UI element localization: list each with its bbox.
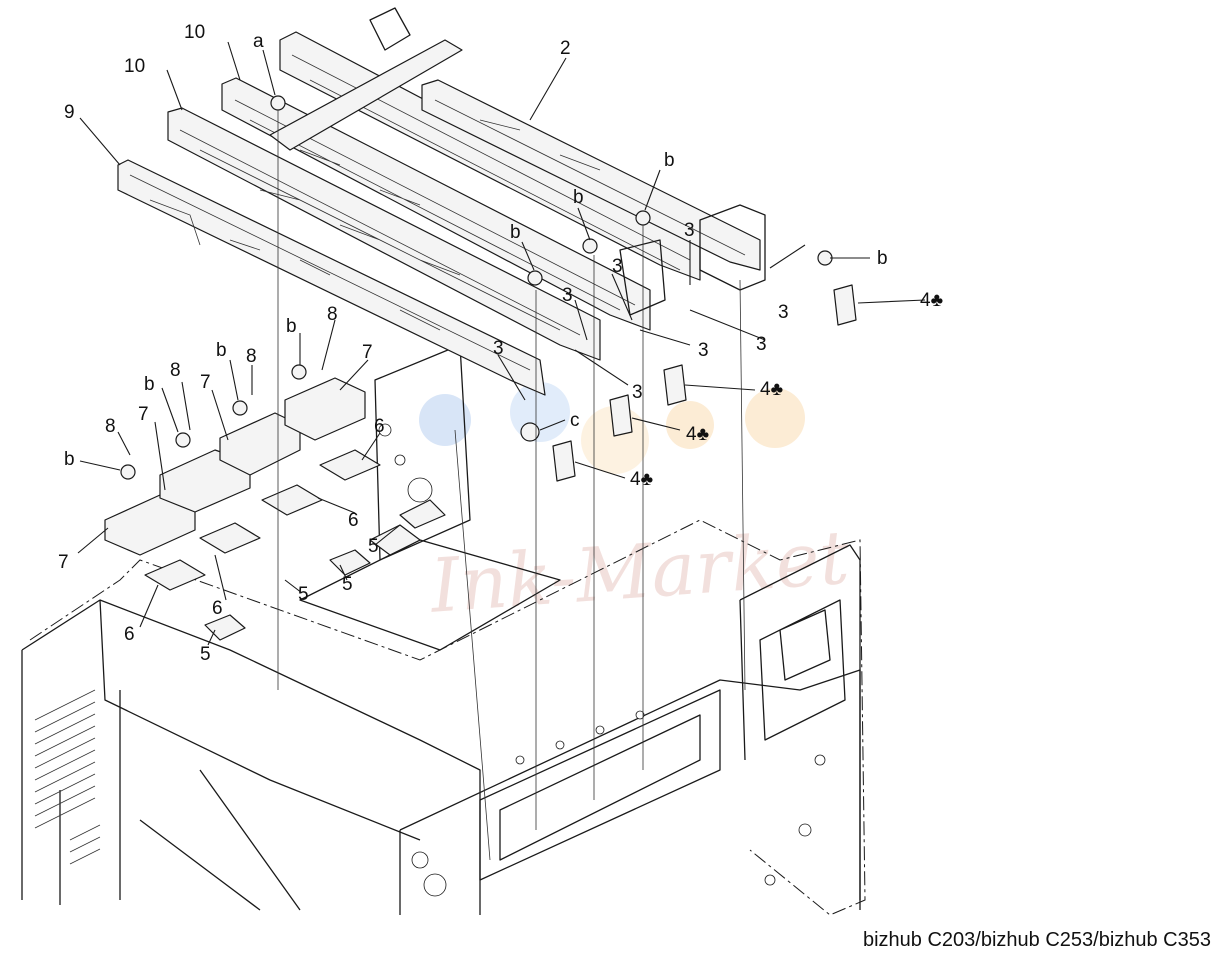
callout-8: 8 [327,304,338,325]
screw-b [817,250,833,266]
callout-4: 4♣ [760,379,783,400]
callout-3: 3 [612,256,623,277]
callout-2: 2 [560,38,571,59]
callout-3: 3 [493,338,504,359]
callout-b: b [216,340,227,361]
callout-7: 7 [138,404,149,425]
connector-part-4-3 [609,394,633,437]
rail-part-2 [421,79,761,271]
callout-6: 6 [124,624,135,645]
watermark-dot [419,394,471,446]
front-panel [399,669,861,915]
rail-part-10-upper [221,77,651,331]
pad-part-5-3 [369,524,421,556]
pad-part-6-2 [199,522,261,554]
callout-5: 5 [298,584,309,605]
callout-5: 5 [342,574,353,595]
callout-6: 6 [212,598,223,619]
cartridge-guides [104,377,366,556]
rail-part-9 [117,159,546,396]
callout-b: b [573,187,584,208]
callout-10: 10 [124,56,145,77]
callout-10: 10 [184,22,205,43]
vent-slots [34,689,101,865]
rail-assemblies [117,7,766,396]
screw-b [175,432,191,448]
callout-7: 7 [362,342,373,363]
callout-3: 3 [562,285,573,306]
callout-b: b [877,248,888,269]
callout-b: b [286,316,297,337]
guide-part-7-4 [284,377,366,441]
frame-holes [378,423,826,897]
connector-part-4-1 [833,284,857,326]
callout-8: 8 [246,346,257,367]
screw-b [232,400,248,416]
screw-b [527,270,543,286]
callout-9: 9 [64,102,75,123]
screw-b [635,210,651,226]
watermark-text: Ink-Market [426,515,852,630]
connectors [552,284,857,482]
pad-part-5-4 [399,499,446,529]
screw-b [291,364,307,380]
callout-a: a [253,31,264,52]
screw-a [270,95,286,111]
watermark-dot [666,401,714,449]
center-plate [299,344,561,651]
guide-part-7-3 [219,412,301,476]
callout-7: 7 [200,372,211,393]
callout-c: c [570,410,580,431]
callout-3: 3 [684,220,695,241]
screw-b [120,464,136,480]
callout-3: 3 [756,334,767,355]
callout-3: 3 [632,382,643,403]
callout-5: 5 [200,644,211,665]
pads [144,449,446,641]
screw-c [520,422,540,442]
callout-3: 3 [778,302,789,323]
connector-part-4-4 [552,440,576,482]
pad-part-6-3 [261,484,323,516]
rail-end-bracket [619,204,766,316]
cross-bar [269,39,463,151]
callout-b: b [144,374,155,395]
callout-4: 4♣ [920,290,943,311]
callout-8: 8 [105,416,116,437]
callout-4: 4♣ [686,424,709,445]
callout-b: b [64,449,75,470]
alignment-lines [277,110,746,861]
callout-6: 6 [374,416,385,437]
screw-b [582,238,598,254]
guide-part-7-2 [159,449,251,513]
watermark-dot [581,406,649,474]
right-side-frame [739,544,861,900]
callout-b: b [510,222,521,243]
model-label: bizhub C203/bizhub C253/bizhub C353 [862,929,1211,951]
pad-part-6-4 [319,449,381,481]
callout-b: b [664,150,675,171]
callout-3: 3 [698,340,709,361]
callout-labels: 10 10 9 2 a b b b b b b b b b c 3 3 3 3 … [58,22,943,665]
callout-8: 8 [170,360,181,381]
pad-part-6-1 [144,559,206,591]
connector-part-4-2 [663,364,687,406]
leader-lines [77,41,926,646]
frame-left-body [21,599,481,915]
callout-6: 6 [348,510,359,531]
callout-4: 4♣ [630,469,653,490]
machine-frame [21,344,866,916]
callout-5: 5 [368,536,379,557]
pad-part-5-2 [329,549,371,576]
callout-7: 7 [58,552,69,573]
pad-part-5-1 [204,614,246,641]
screws [120,95,833,480]
rail-part-10-lower [167,107,601,361]
rail-top-bracket [369,7,411,51]
watermark-dot [745,388,805,448]
